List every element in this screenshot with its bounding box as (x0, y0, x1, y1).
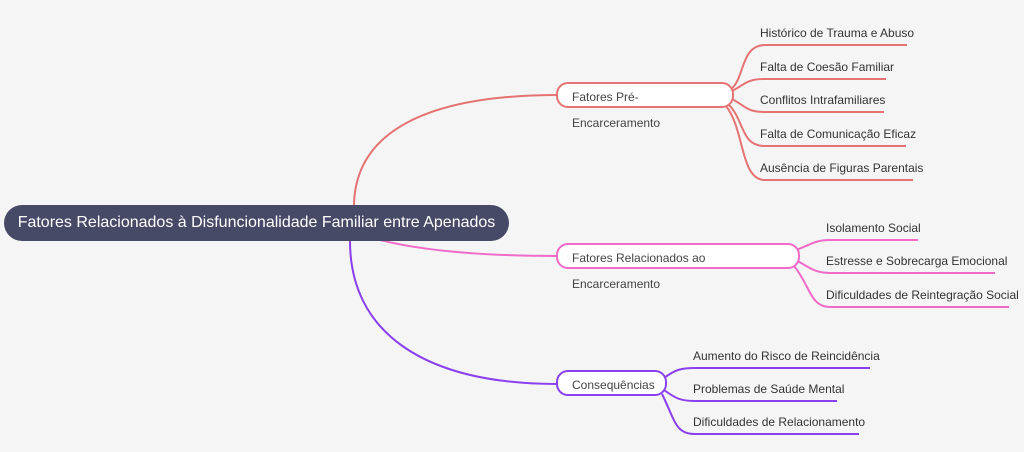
leaf-node[interactable]: Dificuldades de Relacionamento (693, 415, 866, 429)
branch-node-encarceramento[interactable]: Fatores Relacionados ao Encarceramento (556, 243, 800, 291)
leaf-node[interactable]: Conflitos Intrafamiliares (760, 93, 886, 107)
leaf-node[interactable]: Ausência de Figuras Parentais (760, 161, 924, 175)
leaf-node[interactable]: Problemas de Saúde Mental (693, 382, 845, 396)
leaf-node[interactable]: Isolamento Social (826, 221, 921, 235)
branch3-connectors (349, 240, 870, 435)
leaf-node[interactable]: Histórico de Trauma e Abuso (760, 26, 915, 40)
branch1-connectors (353, 44, 913, 208)
branch-node-pre-encarceramento[interactable]: Fatores Pré-Encarceramento (556, 82, 734, 130)
branch2-connectors (379, 239, 1009, 308)
root-node[interactable]: Fatores Relacionados à Disfuncionalidade… (4, 205, 509, 241)
leaf-node[interactable]: Dificuldades de Reintegração Social (826, 288, 1019, 302)
branch-node-consequencias[interactable]: Consequências (556, 370, 667, 396)
leaf-node[interactable]: Falta de Comunicação Eficaz (760, 127, 917, 141)
leaf-node[interactable]: Estresse e Sobrecarga Emocional (826, 254, 1008, 268)
leaf-node[interactable]: Aumento do Risco de Reincidência (693, 349, 880, 363)
leaf-node[interactable]: Falta de Coesão Familiar (760, 60, 895, 74)
